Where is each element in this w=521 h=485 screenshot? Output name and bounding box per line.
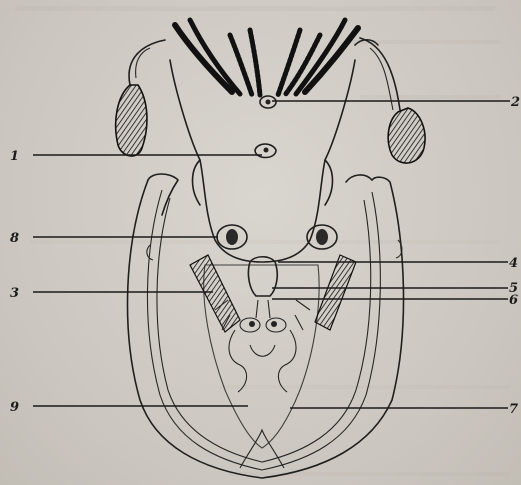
leader-lines bbox=[33, 101, 510, 408]
label-1: 1 bbox=[10, 149, 19, 164]
label-3: 3 bbox=[10, 286, 19, 301]
mantle-collar-right bbox=[346, 175, 372, 182]
tentacle-left bbox=[116, 40, 165, 156]
mantle-outline bbox=[128, 177, 404, 478]
label-2: 2 bbox=[510, 95, 520, 110]
head-side-right bbox=[325, 160, 333, 205]
head-body bbox=[170, 60, 355, 262]
arms bbox=[175, 20, 358, 95]
eye-left bbox=[217, 225, 247, 249]
label-9: 9 bbox=[10, 400, 19, 415]
label-6: 6 bbox=[509, 293, 518, 308]
label-8: 8 bbox=[10, 231, 19, 246]
visceral-loops bbox=[229, 330, 296, 392]
gill-right bbox=[315, 255, 356, 330]
gill-left bbox=[190, 255, 240, 332]
head-side-left bbox=[193, 160, 201, 205]
kidney-sacs bbox=[240, 318, 286, 332]
label-4: 4 bbox=[509, 256, 518, 271]
mantle-inner-rim bbox=[147, 190, 380, 470]
mouth bbox=[260, 96, 276, 108]
anus-structure bbox=[256, 300, 270, 318]
label-7: 7 bbox=[509, 402, 518, 417]
mantle-collar-left bbox=[148, 174, 178, 215]
